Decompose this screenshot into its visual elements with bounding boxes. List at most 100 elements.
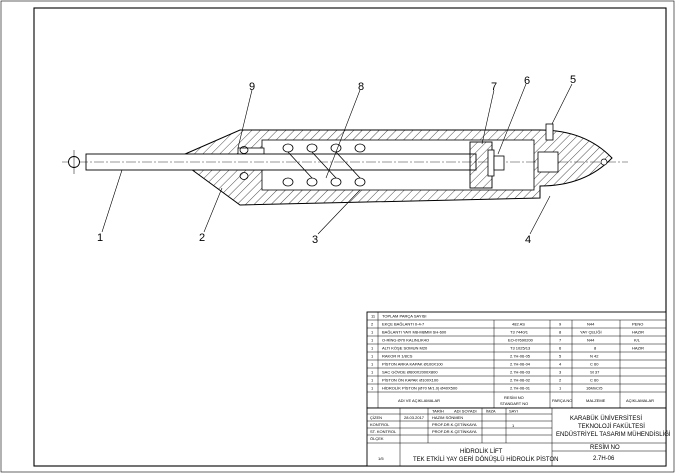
row-name: PİSTON ARKA KAPAK Ø100X100	[382, 362, 444, 367]
drawing-border	[33, 7, 667, 467]
row-name: EKÇE BAĞLANTI 0-4-7	[382, 322, 425, 327]
hex-nut	[493, 155, 505, 171]
callout-1: 1	[97, 232, 103, 244]
row-olcek: ÖLÇEK	[370, 436, 384, 441]
header-part-no: PARÇA NO	[552, 398, 572, 403]
callout-2: 2	[199, 232, 205, 244]
row-pno: 6	[559, 346, 562, 351]
university: KARABÜK ÜNİVERSİTESİ	[570, 415, 642, 422]
title-line-1: HİDROLİK LİFT	[460, 448, 503, 455]
row-std: 2.7H-06-05	[510, 354, 531, 359]
row-pno: 7	[559, 338, 562, 343]
row-no: 1	[371, 346, 374, 351]
row-mat: C 60	[590, 362, 599, 367]
row-std: 482 AS	[512, 322, 525, 327]
col-adi: ADI SOYADI	[454, 409, 477, 414]
row-note: HAZIR	[632, 346, 644, 351]
row-std: T3 7440/1	[510, 330, 529, 335]
row-mat: N44	[587, 338, 595, 343]
row-no: 1	[371, 386, 374, 391]
row-std: 2.7H-06-03	[510, 370, 531, 375]
drawing-no: 2.7H-06	[593, 456, 615, 462]
header-notes: AÇIKLAMALAR	[626, 398, 654, 403]
title-line-2: TEK ETKİLİ YAY GERİ DÖNÜŞLÜ HİDROLİK PİS…	[413, 456, 558, 463]
row-mat: N 42	[590, 354, 599, 359]
callout-leaders	[101, 83, 573, 235]
scale-value: 1/5	[378, 456, 384, 461]
row-st-kontrol: ST. KONTROL	[370, 429, 397, 434]
row-pno: 2	[559, 378, 562, 383]
o-ring	[487, 149, 495, 177]
row-cizen: ÇİZEN	[370, 415, 382, 420]
callout-4: 4	[525, 234, 531, 246]
row-std: 2.7H-06-01	[510, 386, 531, 391]
row-kontrol: KONTROL	[370, 422, 390, 427]
callout-3: 3	[312, 234, 318, 246]
callout-7: 7	[491, 81, 497, 93]
cizen-name: HAZIM SÖNMEN	[432, 415, 463, 420]
callout-9: 9	[249, 81, 255, 93]
row-mat: YAY ÇELİĞİ	[580, 330, 602, 335]
drawing-no-label: RESİM NO	[590, 444, 620, 451]
row-pno: 5	[559, 354, 562, 359]
hose-fitting	[545, 123, 554, 141]
row-pno: 1	[559, 386, 562, 391]
header-material: MALZEME	[586, 398, 606, 403]
row-name: SAC GÖVDE Ø600X2000X800	[382, 370, 438, 375]
row-mat: N44	[587, 322, 595, 327]
parts-list: 11 TOPLAM PARÇA SAYISI 2 EKÇE BAĞLANTI 0…	[366, 311, 667, 409]
row-pno: 3	[559, 370, 562, 375]
row-pno: 9	[559, 322, 562, 327]
row-name: PİSTON ÖN KAPAK Ø100X100	[382, 378, 439, 383]
row-name: TOPLAM PARÇA SAYISI	[382, 314, 426, 319]
kontrol-name: PROF.DR.K.ÇETİNKAYA	[432, 422, 477, 427]
sayi-value: 1	[512, 423, 515, 428]
row-pno: 8	[559, 330, 562, 335]
row-no: 1	[371, 370, 374, 375]
col-sayi: SAYI	[509, 409, 518, 414]
st-kontrol-name: PROF.DR.K.ÇETİNKAYA	[432, 429, 477, 434]
callout-5: 5	[570, 74, 576, 86]
callout-8: 8	[358, 81, 364, 93]
row-name: O-RİNG Ø70 KALINLIK4O	[382, 338, 429, 343]
cylinder-assembly	[62, 123, 628, 206]
row-note: PENO	[632, 322, 643, 327]
row-pno: 4	[559, 362, 562, 367]
spring-coils	[239, 143, 366, 187]
title-block: TARİH ADI SOYADI İMZA SAYI ÇİZEN 28.03.2…	[366, 407, 671, 467]
header-names: ADI VE AÇIKLAMALAR	[398, 398, 440, 403]
col-imza: İMZA	[486, 409, 496, 414]
row-name: RAKOR R 1/8CS	[382, 354, 413, 359]
row-no: 1	[371, 378, 374, 383]
row-std: 2.7H-06-02	[510, 378, 531, 383]
row-mat: 8	[594, 346, 597, 351]
row-name: HİDROLİK PİSTON (Ø70 M/1.0) Ø40X500	[382, 386, 458, 391]
row-note: HAZIR	[632, 330, 644, 335]
rear-cap-port	[537, 151, 559, 173]
faculty: TEKNOLOJİ FAKÜLTESİ	[578, 423, 645, 430]
department: ENDÜSTRİYEL TASARIM MÜHENDİSLİĞİ	[556, 431, 671, 438]
row-mat: 16MnCr5	[586, 386, 603, 391]
row-mat: C 60	[590, 378, 599, 383]
row-name: ALTI KÖŞE SOMUN M20	[382, 346, 428, 351]
row-name: BAĞLANTI YAYI M8-M8MM SH-600	[382, 330, 447, 335]
row-no: 1	[371, 330, 374, 335]
row-no: 2	[371, 322, 374, 327]
row-no: 1	[371, 362, 374, 367]
row-std: EO-07690200	[508, 338, 534, 343]
row-std: T3 1025/13	[510, 346, 531, 351]
callout-numbers: 1 2 3 4 5 6 7 8 9	[97, 74, 576, 246]
callout-6: 6	[524, 75, 530, 87]
header-standard-no: STANDART NO	[500, 401, 528, 406]
row-mat: St 37	[590, 370, 600, 375]
row-std: 2.7H-06-04	[510, 362, 531, 367]
header-drawing-no: RESİM NO	[504, 395, 524, 400]
row-no: 11	[371, 314, 376, 319]
col-tarih: TARİH	[432, 409, 444, 414]
cizen-date: 28.03.2017	[404, 415, 425, 420]
row-no: 1	[371, 354, 374, 359]
row-note: K/L	[634, 338, 641, 343]
row-no: 1	[371, 338, 374, 343]
